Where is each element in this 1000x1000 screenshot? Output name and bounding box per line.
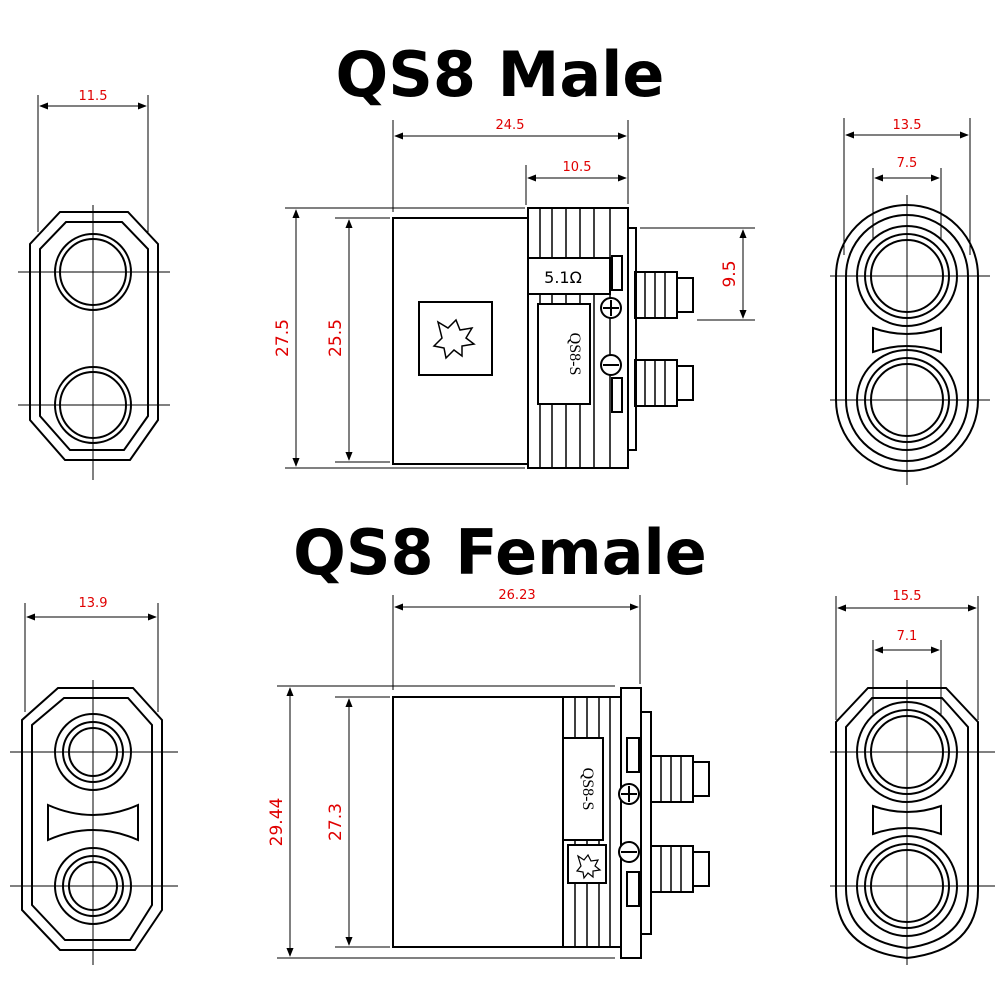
female-left-width-label: 13.9 <box>79 596 108 611</box>
male-left-width-label: 11.5 <box>79 89 108 104</box>
male-side-view <box>285 120 755 469</box>
female-title: QS8 Female <box>293 516 707 589</box>
male-height-outer-label: 27.5 <box>273 319 293 357</box>
female-side-view <box>277 595 710 959</box>
male-model-label: QS8-S <box>566 333 583 376</box>
female-height-inner-label: 27.3 <box>326 803 346 841</box>
female-right-outer-label: 15.5 <box>893 589 922 604</box>
male-rear-view <box>830 118 990 485</box>
male-title: QS8 Male <box>335 38 665 111</box>
female-side-length-label: 26.23 <box>498 588 535 603</box>
male-pin-spacing-label: 9.5 <box>720 260 740 287</box>
male-side-rear-label: 10.5 <box>563 160 592 175</box>
male-front-view <box>18 95 170 480</box>
female-rear-view <box>830 596 995 965</box>
male-right-outer-label: 13.5 <box>893 118 922 133</box>
male-height-inner-label: 25.5 <box>326 319 346 357</box>
female-model-label: QS8-S <box>579 768 596 811</box>
male-right-inner-label: 7.5 <box>897 156 918 171</box>
female-front-view <box>10 603 178 965</box>
female-right-inner-label: 7.1 <box>897 629 918 644</box>
male-resistor-label: 5.1Ω <box>544 268 582 287</box>
male-side-length-label: 24.5 <box>496 118 525 133</box>
female-height-outer-label: 29.44 <box>267 798 287 847</box>
